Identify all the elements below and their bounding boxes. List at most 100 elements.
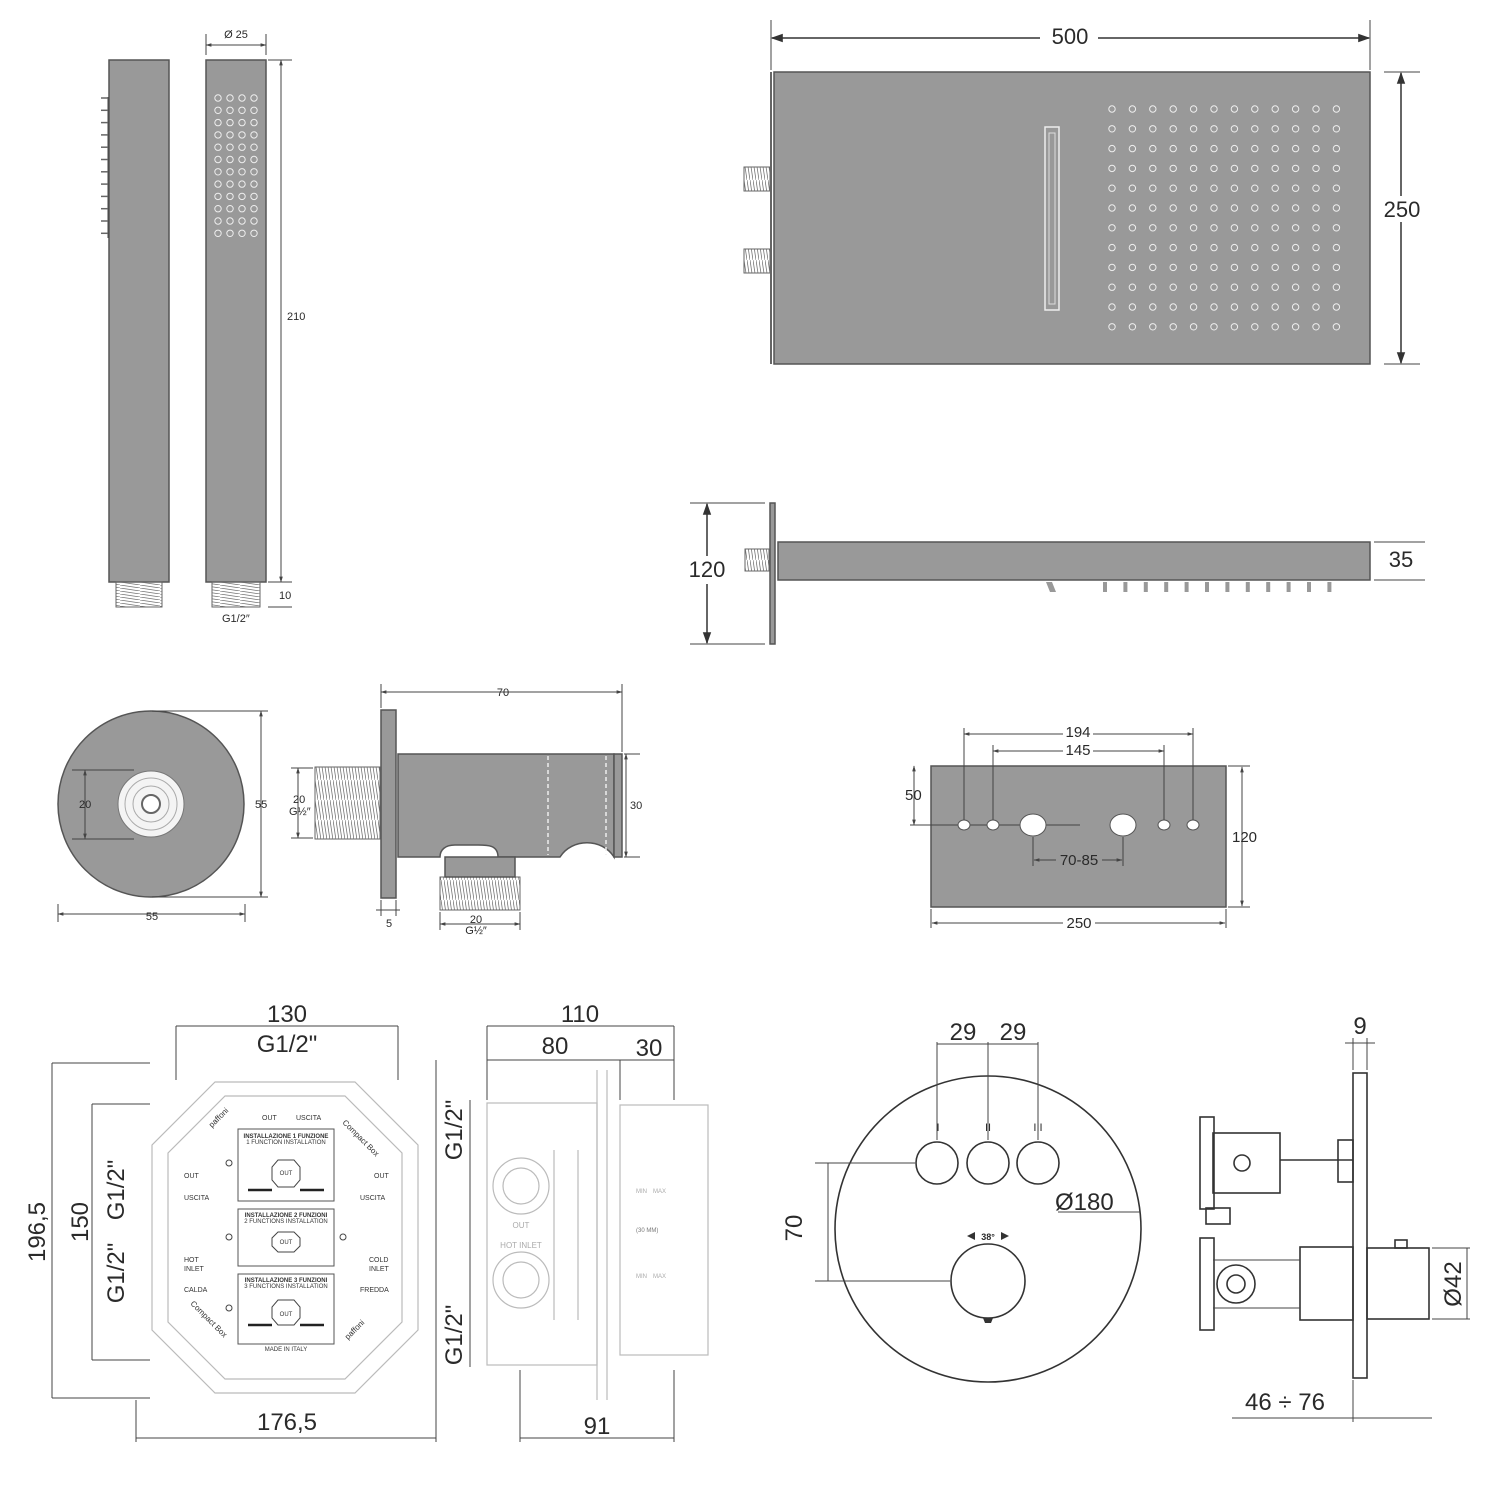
wall-outlet-bottom-diameter: 20	[470, 914, 482, 926]
nozzle-tip	[1205, 582, 1209, 592]
compact-box-outline	[151, 1081, 419, 1394]
nozzle-icon	[1189, 283, 1198, 291]
nozzle-icon	[1108, 164, 1116, 173]
nozzle-icon	[1108, 184, 1116, 192]
plate-hole-1	[957, 819, 971, 831]
panel-2-out: OUT	[280, 1240, 293, 1246]
side-hot-port	[492, 1251, 550, 1309]
function-button-2[interactable]	[966, 1141, 1010, 1185]
cold-inlet-label: INLET	[369, 1266, 390, 1273]
nozzle-icon	[238, 131, 246, 139]
nozzle-icon	[1128, 164, 1137, 173]
nozzle-icon	[1312, 125, 1320, 133]
nozzle-icon	[1189, 164, 1198, 173]
nozzle-icon	[1149, 323, 1157, 331]
model-label-top: Compact Box	[341, 1118, 381, 1158]
nozzle-icon	[1169, 303, 1177, 311]
nozzle-tip	[1286, 582, 1291, 592]
hand-shower-diameter-label: Ø 25	[224, 29, 248, 41]
hot-label: HOT	[184, 1257, 200, 1264]
nozzle-icon	[1251, 323, 1259, 331]
side-out-label: OUT	[513, 1221, 530, 1230]
rotation-indicator: 38°	[967, 1232, 1009, 1242]
nozzle-icon	[1108, 125, 1116, 133]
nozzle-icon	[1291, 283, 1300, 291]
nozzle-icon	[1291, 204, 1300, 212]
nozzle-icon	[238, 192, 246, 201]
nozzle-icon	[1189, 224, 1198, 232]
nozzle-icon	[1291, 164, 1300, 173]
function-button-3[interactable]	[1016, 1141, 1060, 1185]
shower-head-body-side	[777, 541, 1371, 581]
nozzle-icon	[1189, 184, 1198, 192]
nozzle-icon	[1251, 243, 1259, 252]
nozzle-icon	[1291, 184, 1300, 192]
nozzle-icon	[1108, 283, 1116, 291]
nozzle-icon	[1169, 144, 1177, 153]
nozzle-icon	[1128, 303, 1137, 311]
box-left-thread-bottom: G1/2"	[103, 1243, 130, 1304]
nozzle-icon	[1271, 323, 1279, 331]
box-inner-height: 150	[67, 1202, 94, 1242]
mixer-plate-front: I II III 38° 29 29 70 Ø180	[781, 1019, 1142, 1383]
nozzle-icon	[1108, 144, 1116, 153]
nozzle-icon	[1189, 303, 1198, 311]
nozzle-icon	[1169, 204, 1177, 212]
nozzle-icon	[1149, 164, 1157, 173]
nozzle-icon	[1312, 184, 1320, 192]
nozzle-icon	[250, 180, 258, 188]
wall-outlet-body	[397, 753, 615, 860]
nozzle-icon	[1230, 263, 1239, 272]
nozzle-icon	[1149, 283, 1157, 291]
box-side-thread-top: G1/2"	[441, 1100, 468, 1161]
nozzle-icon	[1210, 303, 1218, 311]
plate-hole-6	[1186, 819, 1200, 831]
nozzle-icon	[1128, 243, 1137, 252]
brand-label-top: paffoni	[207, 1106, 230, 1129]
thermostat-knob-side[interactable]	[1366, 1247, 1430, 1320]
wall-outlet-front: 20 55 55	[57, 710, 268, 923]
nozzle-icon	[1230, 303, 1239, 311]
button-spacing-2: 29	[1000, 1019, 1027, 1046]
box-depth-front: 80	[542, 1033, 569, 1060]
nozzle-tip	[1307, 582, 1311, 592]
nozzle-icon	[1210, 144, 1218, 153]
nozzle-icon	[238, 106, 246, 115]
function-button-1[interactable]	[915, 1141, 959, 1185]
panel-2-functions	[237, 1208, 335, 1267]
panel-2-title: INSTALLAZIONE 2 FUNZIONI	[245, 1213, 328, 1219]
nozzle-icon	[1291, 263, 1300, 272]
box-top-thread: G1/2"	[257, 1031, 318, 1058]
nozzle-icon	[1271, 263, 1279, 272]
nozzle-icon	[1332, 204, 1341, 212]
nozzle-tip	[1184, 582, 1189, 592]
nozzle-icon	[1312, 283, 1320, 291]
button-spacing-1: 29	[950, 1019, 977, 1046]
nozzle-icon	[1169, 164, 1177, 173]
button-1-label: I	[936, 1122, 939, 1134]
nozzle-icon	[1128, 224, 1137, 232]
nozzle-icon	[1128, 323, 1137, 331]
wall-outlet-side: 70 30 20 G½″ 5 20 G½″	[289, 684, 642, 937]
nozzle-icon	[214, 192, 222, 201]
nozzle-icon	[250, 192, 258, 201]
thermostatic-knob[interactable]	[950, 1243, 1026, 1319]
wall-outlet-inlet-thread-label: G½″	[289, 806, 311, 818]
nozzle-icon	[250, 94, 258, 102]
nozzle-icon	[1169, 323, 1177, 331]
nozzle-tip	[1225, 582, 1230, 592]
hand-shower-length-label: 210	[287, 311, 305, 323]
nozzle-tip	[1327, 582, 1332, 592]
nozzle-icon	[1128, 125, 1137, 133]
shower-head-side-view: 120 35	[686, 502, 1425, 645]
nozzle-icon	[226, 131, 234, 139]
nozzle-icon	[1128, 184, 1137, 192]
nozzle-icon	[226, 168, 234, 176]
nozzle-icon	[238, 155, 246, 164]
nozzle-icon	[214, 131, 222, 139]
nozzle-icon	[238, 168, 246, 176]
hot-inlet-label: INLET	[184, 1266, 205, 1273]
nozzle-icon	[1251, 125, 1259, 133]
nozzle-icon	[214, 106, 222, 115]
